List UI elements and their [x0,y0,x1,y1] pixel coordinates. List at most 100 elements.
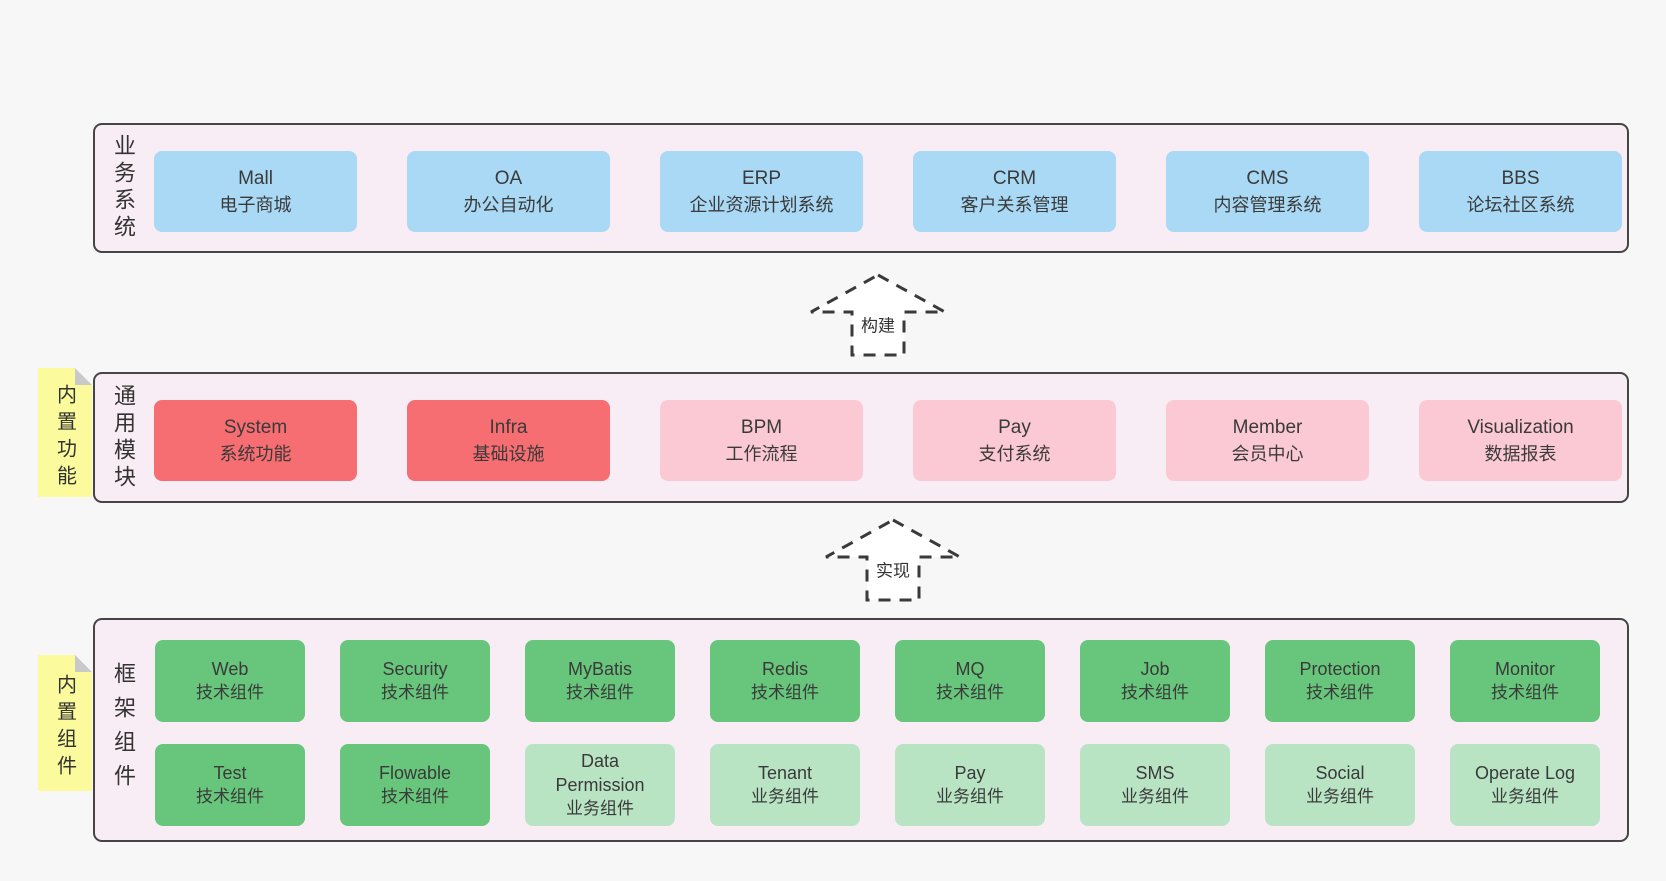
arrow-build: 构建 [808,272,948,358]
box-subtitle: 技术组件 [936,683,1004,702]
box-subtitle: 基础设施 [472,444,545,464]
box-subtitle: 工作流程 [725,444,798,464]
band-label-business: 业务系统 [111,134,136,242]
box-subtitle: 办公自动化 [463,195,554,215]
box-tenant: Tenant 业务组件 [710,744,860,826]
box-title: Test [213,763,247,783]
box-title: Member [1232,417,1303,438]
box-bpm: BPM 工作流程 [660,400,863,481]
box-redis: Redis 技术组件 [710,640,860,722]
box-flowable: Flowable 技术组件 [340,744,490,826]
box-subtitle: 企业资源计划系统 [689,195,834,215]
box-title: Data Permission [555,751,645,795]
box-visualization: Visualization 数据报表 [1419,400,1622,481]
band-common-modules: 通用模块 System 系统功能 Infra 基础设施 BPM 工作流程 Pay… [93,372,1629,503]
box-subtitle: 支付系统 [978,444,1051,464]
box-crm: CRM 客户关系管理 [913,151,1116,232]
box-erp: ERP 企业资源计划系统 [660,151,863,232]
modules-boxes-row: System 系统功能 Infra 基础设施 BPM 工作流程 Pay 支付系统… [154,400,1622,481]
box-title: Visualization [1467,417,1574,438]
box-operate-log: Operate Log 业务组件 [1450,744,1600,826]
box-subtitle: 技术组件 [381,787,449,806]
box-pay-biz: Pay 业务组件 [895,744,1045,826]
box-mybatis: MyBatis 技术组件 [525,640,675,722]
box-web: Web 技术组件 [155,640,305,722]
sticky-built-in-features: 内置功能 [38,368,92,497]
box-title: Tenant [757,763,813,783]
box-social: Social 业务组件 [1265,744,1415,826]
box-security: Security 技术组件 [340,640,490,722]
box-subtitle: 业务组件 [936,787,1004,806]
box-job: Job 技术组件 [1080,640,1230,722]
box-title: Pay [954,763,986,783]
box-data-permission: Data Permission 业务组件 [525,744,675,826]
box-title: System [223,417,288,438]
box-mall: Mall 电子商城 [154,151,357,232]
box-title: Security [382,659,448,679]
band-label-modules: 通用模块 [111,383,136,492]
framework-grid: Web 技术组件 Security 技术组件 MyBatis 技术组件 Redi… [155,640,1600,826]
box-subtitle: 技术组件 [196,683,264,702]
sticky-built-in-components: 内置组件 [38,655,92,791]
box-title: BBS [1501,168,1540,189]
box-subtitle: 技术组件 [566,683,634,702]
sticky-label: 内置组件 [53,674,76,782]
box-title: Flowable [378,763,452,783]
box-subtitle: 技术组件 [1306,683,1374,702]
box-subtitle: 业务组件 [1121,787,1189,806]
arrow-label: 实现 [873,555,913,583]
box-subtitle: 系统功能 [219,444,292,464]
box-protection: Protection 技术组件 [1265,640,1415,722]
box-title: Pay [998,417,1031,438]
box-subtitle: 论坛社区系统 [1466,195,1575,215]
box-title: ERP [741,168,782,189]
box-title: Mall [238,168,273,189]
box-sms: SMS 业务组件 [1080,744,1230,826]
box-subtitle: 业务组件 [751,787,819,806]
box-system: System 系统功能 [154,400,357,481]
business-boxes-row: Mall 电子商城 OA 办公自动化 ERP 企业资源计划系统 CRM 客户关系… [154,151,1622,232]
framework-row-1: Web 技术组件 Security 技术组件 MyBatis 技术组件 Redi… [155,640,1600,722]
box-subtitle: 数据报表 [1484,444,1557,464]
box-title: Monitor [1494,659,1556,679]
box-subtitle: 业务组件 [1306,787,1374,806]
box-subtitle: 技术组件 [751,683,819,702]
box-title: BPM [740,417,783,438]
arrow-implement: 实现 [823,517,963,603]
box-title: Social [1315,763,1365,783]
arrow-label: 构建 [858,310,898,338]
band-framework-components: 框架组件 Web 技术组件 Security 技术组件 MyBatis 技术组件… [93,618,1629,842]
box-subtitle: 业务组件 [1491,787,1559,806]
box-title: Infra [489,417,528,438]
box-subtitle: 会员中心 [1231,444,1304,464]
box-title: Redis [761,659,809,679]
box-subtitle: 技术组件 [196,787,264,806]
box-title: Web [211,659,249,679]
box-subtitle: 技术组件 [381,683,449,702]
box-subtitle: 技术组件 [1491,683,1559,702]
box-title: Operate Log [1474,763,1576,783]
box-test: Test 技术组件 [155,744,305,826]
box-title: SMS [1135,763,1175,783]
box-title: Job [1140,659,1170,679]
sticky-label: 内置功能 [53,383,76,492]
box-subtitle: 客户关系管理 [960,195,1069,215]
box-title: Protection [1299,659,1381,679]
box-title: CRM [992,168,1037,189]
band-label-framework: 框架组件 [111,662,136,798]
box-subtitle: 电子商城 [219,195,292,215]
box-monitor: Monitor 技术组件 [1450,640,1600,722]
box-oa: OA 办公自动化 [407,151,610,232]
box-title: MQ [955,659,985,679]
box-title: CMS [1246,168,1289,189]
box-cms: CMS 内容管理系统 [1166,151,1369,232]
box-mq: MQ 技术组件 [895,640,1045,722]
box-subtitle: 内容管理系统 [1213,195,1322,215]
box-pay: Pay 支付系统 [913,400,1116,481]
box-subtitle: 技术组件 [1121,683,1189,702]
box-title: OA [494,168,523,189]
box-bbs: BBS 论坛社区系统 [1419,151,1622,232]
framework-row-2: Test 技术组件 Flowable 技术组件 Data Permission … [155,744,1600,826]
box-infra: Infra 基础设施 [407,400,610,481]
